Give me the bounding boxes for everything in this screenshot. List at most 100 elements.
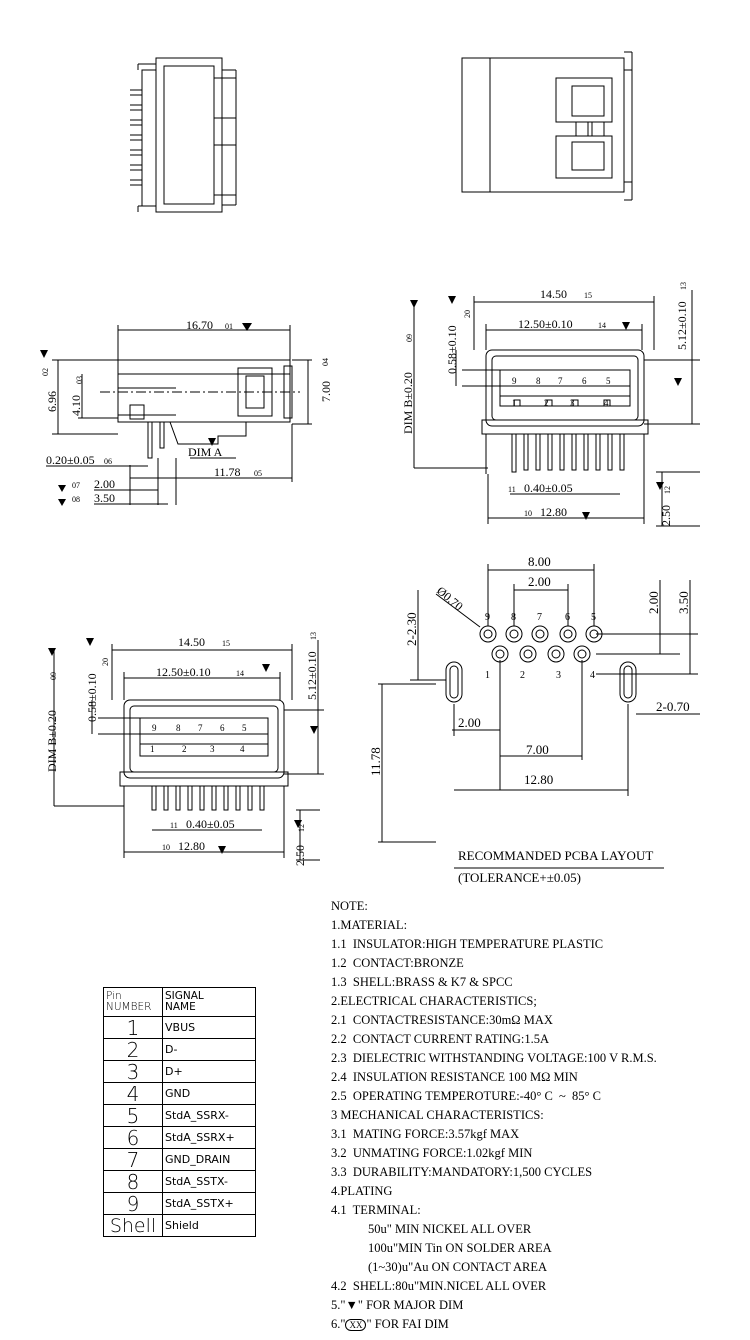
side-profile-view bbox=[130, 57, 237, 213]
pcb-dim-3-50: 3.50 bbox=[676, 591, 691, 614]
signal-holes-bottom bbox=[491, 645, 591, 663]
dim-14-50: 14.50 bbox=[540, 287, 567, 301]
dim-6-96: 6.96 bbox=[45, 391, 59, 412]
dim-2-00-side: 2.00 bbox=[94, 477, 115, 491]
fai-02: 02 bbox=[41, 368, 50, 376]
note-line: 1.3 SHELL:BRASS & K7 & SPCC bbox=[331, 975, 513, 989]
fai-15-repeat: 15 bbox=[222, 639, 230, 648]
pcb-dim-2-00-right: 2.00 bbox=[646, 591, 661, 614]
front-pin-5: 5 bbox=[606, 376, 611, 386]
dim-2-50-repeat: 2.50 bbox=[293, 845, 307, 866]
note-line: 2.5 OPERATING TEMPEROTURE:-40° C ~ 85° C bbox=[331, 1089, 602, 1103]
dim-0-58: 0.58±0.10 bbox=[445, 325, 459, 374]
front-repeat-pin-3: 3 bbox=[210, 744, 215, 754]
fai-12-repeat: 12 bbox=[297, 824, 306, 832]
signal-holes-top bbox=[479, 625, 603, 643]
pcb-pin-3: 3 bbox=[556, 670, 561, 681]
dim-5-12: 5.12±0.10 bbox=[675, 301, 689, 350]
pcb-pin-9: 9 bbox=[485, 612, 490, 623]
side-dimension-view bbox=[46, 325, 312, 505]
fai-11: 11 bbox=[508, 485, 516, 494]
pcb-pin-6: 6 bbox=[565, 612, 570, 623]
dim-b: DIM B±0.20 bbox=[401, 372, 415, 434]
note-line: 2.2 CONTACT CURRENT RATING:1.5A bbox=[331, 1032, 549, 1046]
front-repeat-pin-7: 7 bbox=[198, 723, 203, 733]
fai-15: 15 bbox=[584, 291, 592, 300]
fai-13-repeat: 13 bbox=[309, 632, 318, 640]
fai-12: 12 bbox=[663, 486, 672, 494]
note-line: 2.4 INSULATION RESISTANCE 100 MΩ MIN bbox=[331, 1070, 578, 1084]
pcb-caption-2: (TOLERANCE+±0.05) bbox=[458, 870, 581, 885]
fai-06: 06 bbox=[104, 457, 112, 466]
dim-0-58-repeat: 0.58±0.10 bbox=[85, 673, 99, 722]
pcb-pin-8: 8 bbox=[511, 612, 516, 623]
fai-13: 13 bbox=[679, 282, 688, 290]
front-repeat-pin-2: 2 bbox=[182, 744, 187, 754]
pcb-dim-2-00-left: 2.00 bbox=[458, 715, 481, 730]
fai-09-repeat: 09 bbox=[49, 672, 58, 680]
note-line: (1~30)u"Au ON CONTACT AREA bbox=[368, 1260, 548, 1274]
dim-a-label: DIM A bbox=[188, 445, 223, 459]
note-line: NOTE: bbox=[331, 899, 368, 913]
note-line: 3.2 UNMATING FORCE:1.02kgf MIN bbox=[331, 1146, 533, 1160]
notes-block: NOTE: 1.MATERIAL: 1.1 INSULATOR:HIGH TEM… bbox=[331, 897, 657, 1334]
front-pin-6: 6 bbox=[582, 376, 587, 386]
fai-10-repeat: 10 bbox=[162, 843, 170, 852]
note-line: 50u" MIN NICKEL ALL OVER bbox=[368, 1222, 532, 1236]
dim-5-12-repeat: 5.12±0.10 bbox=[305, 651, 319, 700]
dim-pin-thickness: 0.20±0.05 bbox=[46, 453, 95, 467]
dim-11-78: 11.78 bbox=[214, 465, 241, 479]
pcb-layout-view bbox=[378, 564, 700, 869]
note-line: 1.2 CONTACT:BRONZE bbox=[331, 956, 464, 970]
fai-14-repeat: 14 bbox=[236, 669, 244, 678]
fai-08: 08 bbox=[72, 495, 80, 504]
fai-07: 07 bbox=[72, 481, 80, 490]
dim-3-50-side: 3.50 bbox=[94, 491, 115, 505]
pcb-pin-2: 2 bbox=[520, 670, 525, 681]
fai-11-repeat: 11 bbox=[170, 821, 178, 830]
dim-12-80-repeat: 12.80 bbox=[178, 839, 205, 853]
note-line: 2.ELECTRICAL CHARACTERISTICS; bbox=[331, 994, 537, 1008]
dim-12-50: 12.50±0.10 bbox=[518, 317, 573, 331]
dim-14-50-repeat: 14.50 bbox=[178, 635, 205, 649]
top-view bbox=[461, 51, 633, 201]
note-line: 3.3 DURABILITY:MANDATORY:1,500 CYCLES bbox=[331, 1165, 593, 1179]
front-repeat-pin-4: 4 bbox=[240, 744, 245, 754]
triangle-icon: ▼ bbox=[345, 1298, 358, 1312]
pcb-dim-2-230: 2-2.30 bbox=[404, 612, 419, 646]
pcb-dim-7-00: 7.00 bbox=[526, 742, 549, 757]
fai-03: 03 bbox=[75, 376, 84, 384]
fai-09: 09 bbox=[405, 334, 414, 342]
note-line: 100u"MIN Tin ON SOLDER AREA bbox=[368, 1241, 552, 1255]
note-line: 4.2 SHELL:80u"MIN.NICEL ALL OVER bbox=[331, 1279, 547, 1293]
fai-04: 04 bbox=[321, 358, 330, 366]
pcb-pin-7: 7 bbox=[537, 612, 542, 623]
front-repeat-pin-6: 6 bbox=[220, 723, 225, 733]
front-dimension-view bbox=[413, 290, 700, 527]
front-pin-3: 3 bbox=[570, 398, 575, 408]
front-repeat-pin-8: 8 bbox=[176, 723, 181, 733]
front-pin-4: 4 bbox=[604, 398, 609, 408]
major-dim-markers bbox=[40, 296, 682, 854]
front-pin-1: 1 bbox=[512, 398, 517, 408]
note-line: 2.1 CONTACTRESISTANCE:30mΩ MAX bbox=[331, 1013, 553, 1027]
dim-pitch: 0.40±0.05 bbox=[524, 481, 573, 495]
note-line: 6."XX" FOR FAI DIM bbox=[331, 1317, 449, 1331]
front-view-repeat bbox=[53, 640, 324, 861]
front-pin-8: 8 bbox=[536, 376, 541, 386]
note-line: 2.3 DIELECTRIC WITHSTANDING VOLTAGE:100 … bbox=[331, 1051, 657, 1065]
fai-20: 20 bbox=[463, 310, 472, 318]
pcb-pin-4: 4 bbox=[590, 670, 595, 681]
